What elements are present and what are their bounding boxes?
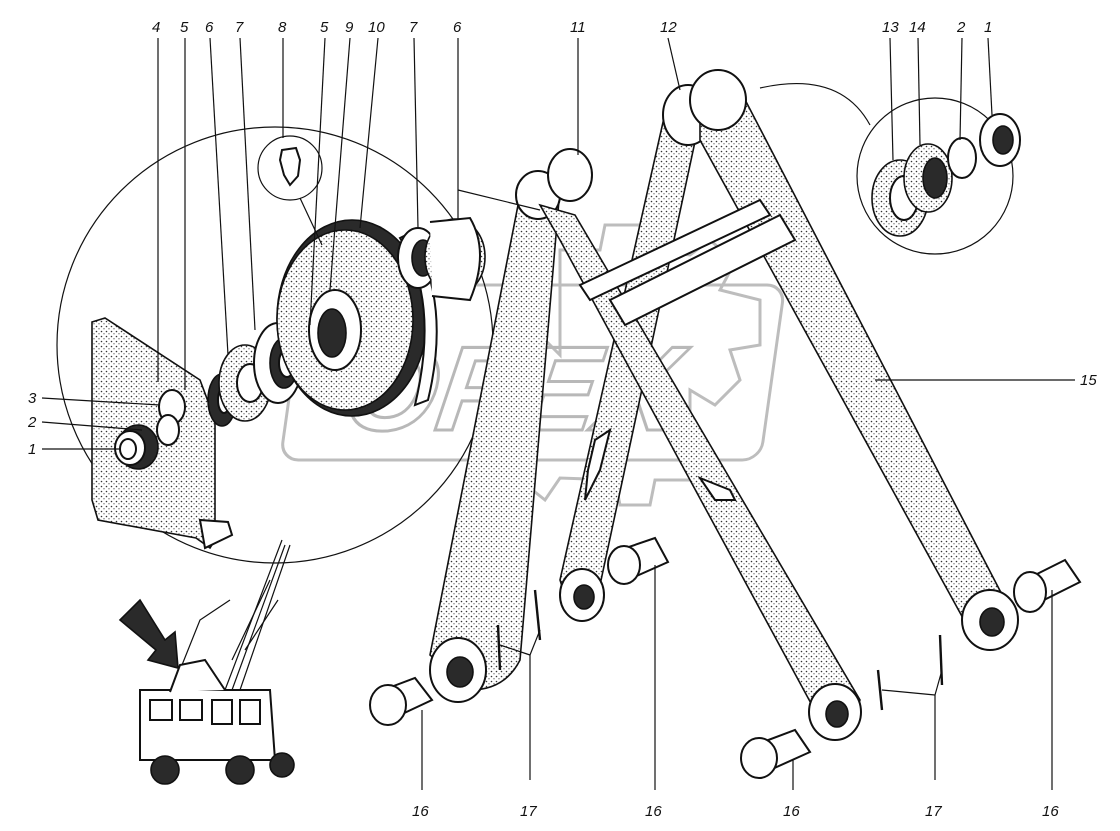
callout-10: 10	[368, 19, 385, 36]
callout-labels: 4 5 6 7 8 5 9 10 7 6 11 12 13 14 2 1 3 2…	[27, 19, 1097, 820]
grease-fitting-leader	[299, 197, 323, 246]
callout-12: 12	[660, 19, 677, 36]
callout-15: 15	[1080, 372, 1097, 389]
plate-slot-2	[156, 414, 180, 446]
callout-16: 16	[412, 803, 429, 820]
frame-15-brace	[578, 198, 772, 302]
crane-illustration	[118, 539, 295, 785]
callout-9: 9	[345, 19, 354, 36]
callout-2: 2	[956, 19, 966, 36]
nut-left-bore	[119, 438, 137, 460]
callout-7: 7	[235, 19, 244, 36]
grease-fitting-icon	[278, 146, 302, 187]
callout-17: 17	[925, 803, 942, 820]
callout-16: 16	[783, 803, 800, 820]
leg-11-eye-bottom-bore	[446, 656, 474, 688]
callout-4: 4	[152, 19, 160, 36]
callout-17: 17	[520, 803, 537, 820]
hub-bore-inner	[317, 308, 347, 358]
callout-14: 14	[909, 19, 926, 36]
callout-1: 1	[984, 19, 992, 36]
callout-5: 5	[320, 19, 329, 36]
frame-15-eye-bottom-right-bore	[979, 607, 1005, 637]
frame-15-crossbar	[608, 213, 797, 327]
callout-3: 3	[28, 390, 37, 407]
callout-11: 11	[570, 19, 586, 36]
leg-12-eye-bottom-bore	[573, 584, 595, 610]
nut-right-bore	[992, 125, 1014, 155]
frame-15-clip	[584, 427, 612, 501]
detail-circle-right	[856, 97, 1014, 255]
callout-7: 7	[409, 19, 418, 36]
plate-bracket	[198, 518, 234, 550]
bushing-14-bore	[922, 157, 948, 199]
cotter-pins-left	[496, 589, 542, 780]
lock-washer-right	[947, 137, 977, 179]
detail-pointer-right	[759, 82, 871, 126]
callout-1: 1	[28, 441, 36, 458]
locator-arrow-icon	[118, 598, 179, 670]
callout-6: 6	[453, 19, 462, 36]
pin-16-c	[740, 728, 812, 779]
leader-lines	[41, 37, 1075, 790]
pin-16-d	[1013, 558, 1082, 613]
leg-11-bushing-top	[547, 148, 593, 202]
callout-2: 2	[27, 414, 37, 431]
cotter-pins-right	[876, 634, 944, 780]
callout-8: 8	[278, 19, 287, 36]
callout-16: 16	[645, 803, 662, 820]
pin-16-b	[607, 536, 670, 585]
callout-6: 6	[205, 19, 214, 36]
frame-15-lug	[697, 475, 737, 501]
callout-13: 13	[882, 19, 899, 36]
seal-right-rim	[429, 216, 481, 302]
grease-fitting-detail	[257, 135, 323, 201]
pin-16-a	[369, 676, 434, 726]
callout-5: 5	[180, 19, 189, 36]
callout-16: 16	[1042, 803, 1059, 820]
frame-15-eye-bottom-left-bore	[825, 700, 849, 728]
frame-15-eye-top	[689, 69, 747, 131]
